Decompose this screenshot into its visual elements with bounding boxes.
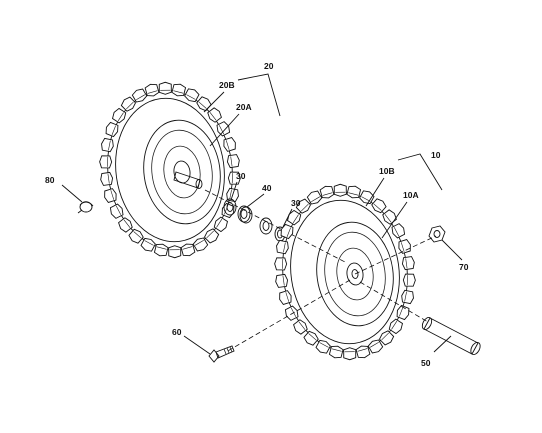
leader-40 xyxy=(246,193,265,208)
left-rim-20a xyxy=(143,119,221,225)
tread-lug xyxy=(319,184,335,200)
clip-80 xyxy=(77,201,94,214)
tread-lug xyxy=(274,273,289,289)
tread-lug xyxy=(355,344,371,360)
callout-20a: 20A xyxy=(236,102,252,112)
right-wheel-assembly xyxy=(274,183,416,361)
tread-lug xyxy=(302,329,321,348)
tread-lug xyxy=(127,227,146,246)
tread-lug xyxy=(99,137,115,153)
tread-lug xyxy=(110,106,128,125)
tread-lug xyxy=(144,82,160,98)
callout-10a: 10A xyxy=(403,190,419,200)
axle-centerline xyxy=(204,189,346,263)
tread-lug xyxy=(345,184,362,200)
right-tire-tread xyxy=(274,183,416,361)
tread-lug xyxy=(212,215,230,234)
leader-50 xyxy=(433,335,452,353)
tread-lug xyxy=(274,257,288,271)
tread-lug xyxy=(401,255,416,271)
tread-lug xyxy=(396,238,413,255)
callout-80: 80 xyxy=(45,175,55,185)
tread-lug xyxy=(274,239,290,255)
tread-lug xyxy=(328,344,345,360)
tread-lug xyxy=(103,121,121,138)
tread-lug xyxy=(343,347,357,361)
left-tire-tread xyxy=(99,81,241,259)
bolt-60 xyxy=(208,345,235,363)
tread-lug xyxy=(99,171,114,187)
callout-60: 60 xyxy=(172,327,182,337)
tread-lug xyxy=(291,318,310,336)
washer-30-right xyxy=(259,217,273,235)
hex-nut-70 xyxy=(428,225,446,243)
left-tire-20b xyxy=(99,81,241,259)
leader-10a xyxy=(381,201,408,239)
callout-50: 50 xyxy=(421,358,431,368)
right-rim-10a xyxy=(316,221,394,327)
tread-lug xyxy=(387,317,405,336)
bracket-10 xyxy=(397,153,443,191)
tread-lug xyxy=(400,289,416,305)
tread-lug xyxy=(380,208,399,226)
left-wheel-assembly xyxy=(99,81,241,259)
callout-10b: 10B xyxy=(379,166,395,176)
nut-centerline xyxy=(354,235,437,275)
callout-20b: 20B xyxy=(219,80,235,90)
leader-60 xyxy=(183,335,211,355)
leader-80 xyxy=(61,184,83,203)
tread-lug xyxy=(194,94,213,113)
callout-20: 20 xyxy=(264,61,274,71)
leader-30-right xyxy=(282,208,293,228)
leader-30-left xyxy=(230,181,238,201)
callout-30-right: 30 xyxy=(291,198,301,208)
tread-lug xyxy=(116,216,135,234)
callout-40: 40 xyxy=(262,183,272,193)
tread-lug xyxy=(205,106,224,124)
bracket-20 xyxy=(237,73,281,117)
leader-20b xyxy=(203,91,225,113)
callout-70: 70 xyxy=(459,262,469,272)
tread-lug xyxy=(170,82,187,98)
tread-lug xyxy=(99,155,113,169)
tread-lug xyxy=(369,196,388,215)
callout-10: 10 xyxy=(431,150,441,160)
tread-lug xyxy=(285,208,303,227)
tread-lug xyxy=(168,245,182,259)
leader-20a xyxy=(209,113,240,147)
shaft-centerline xyxy=(359,281,429,323)
right-hub xyxy=(346,262,364,286)
tread-lug xyxy=(158,81,172,95)
right-tire-10b xyxy=(274,183,416,361)
leader-70 xyxy=(441,239,463,261)
shaft-50 xyxy=(421,317,481,355)
tread-lug xyxy=(333,183,347,197)
callout-30-left: 30 xyxy=(236,171,246,181)
tread-lug xyxy=(226,153,241,169)
left-axle-stub xyxy=(173,171,203,189)
tread-lug xyxy=(277,289,294,306)
tread-lug xyxy=(180,242,196,258)
tread-lug xyxy=(102,187,119,204)
tread-lug xyxy=(402,273,416,287)
leader-10b xyxy=(365,177,385,207)
tread-lug xyxy=(221,136,238,153)
washer-30-left xyxy=(223,198,237,216)
tread-lug xyxy=(153,242,170,258)
spacer-40 xyxy=(237,205,253,224)
